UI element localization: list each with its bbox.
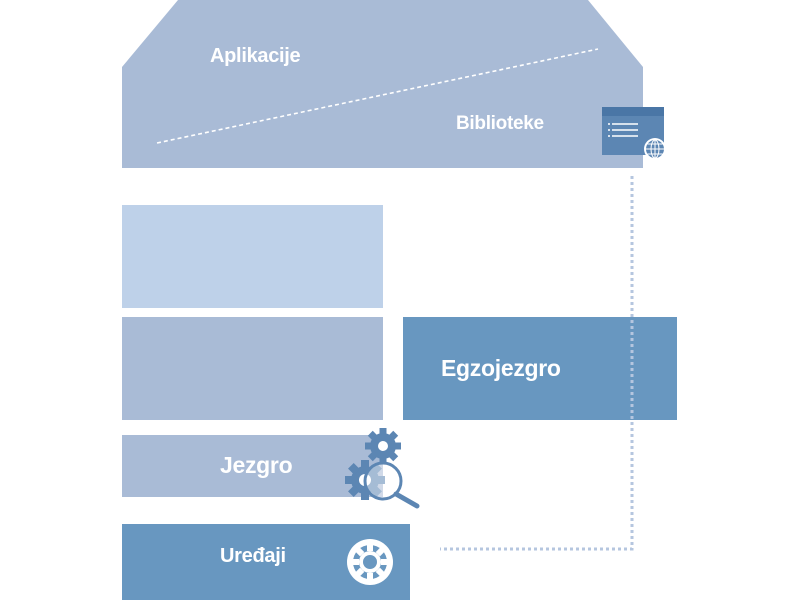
mid-block <box>122 317 383 420</box>
magnifier-icon <box>363 461 420 509</box>
devices-label: Uređaji <box>220 545 286 567</box>
roof-shape <box>122 0 643 168</box>
device-gear-icon <box>347 539 393 585</box>
apps-libs-divider <box>156 48 599 144</box>
kernel-label: Jezgro <box>220 452 293 478</box>
light-block <box>122 205 383 308</box>
kernel-block <box>122 435 383 497</box>
applications-label: Aplikacije <box>210 45 301 67</box>
libraries-label: Biblioteke <box>456 113 544 134</box>
dotted-connector <box>440 176 634 551</box>
globe-icon <box>644 138 666 160</box>
exokernel-label: Egzojezgro <box>441 355 561 381</box>
